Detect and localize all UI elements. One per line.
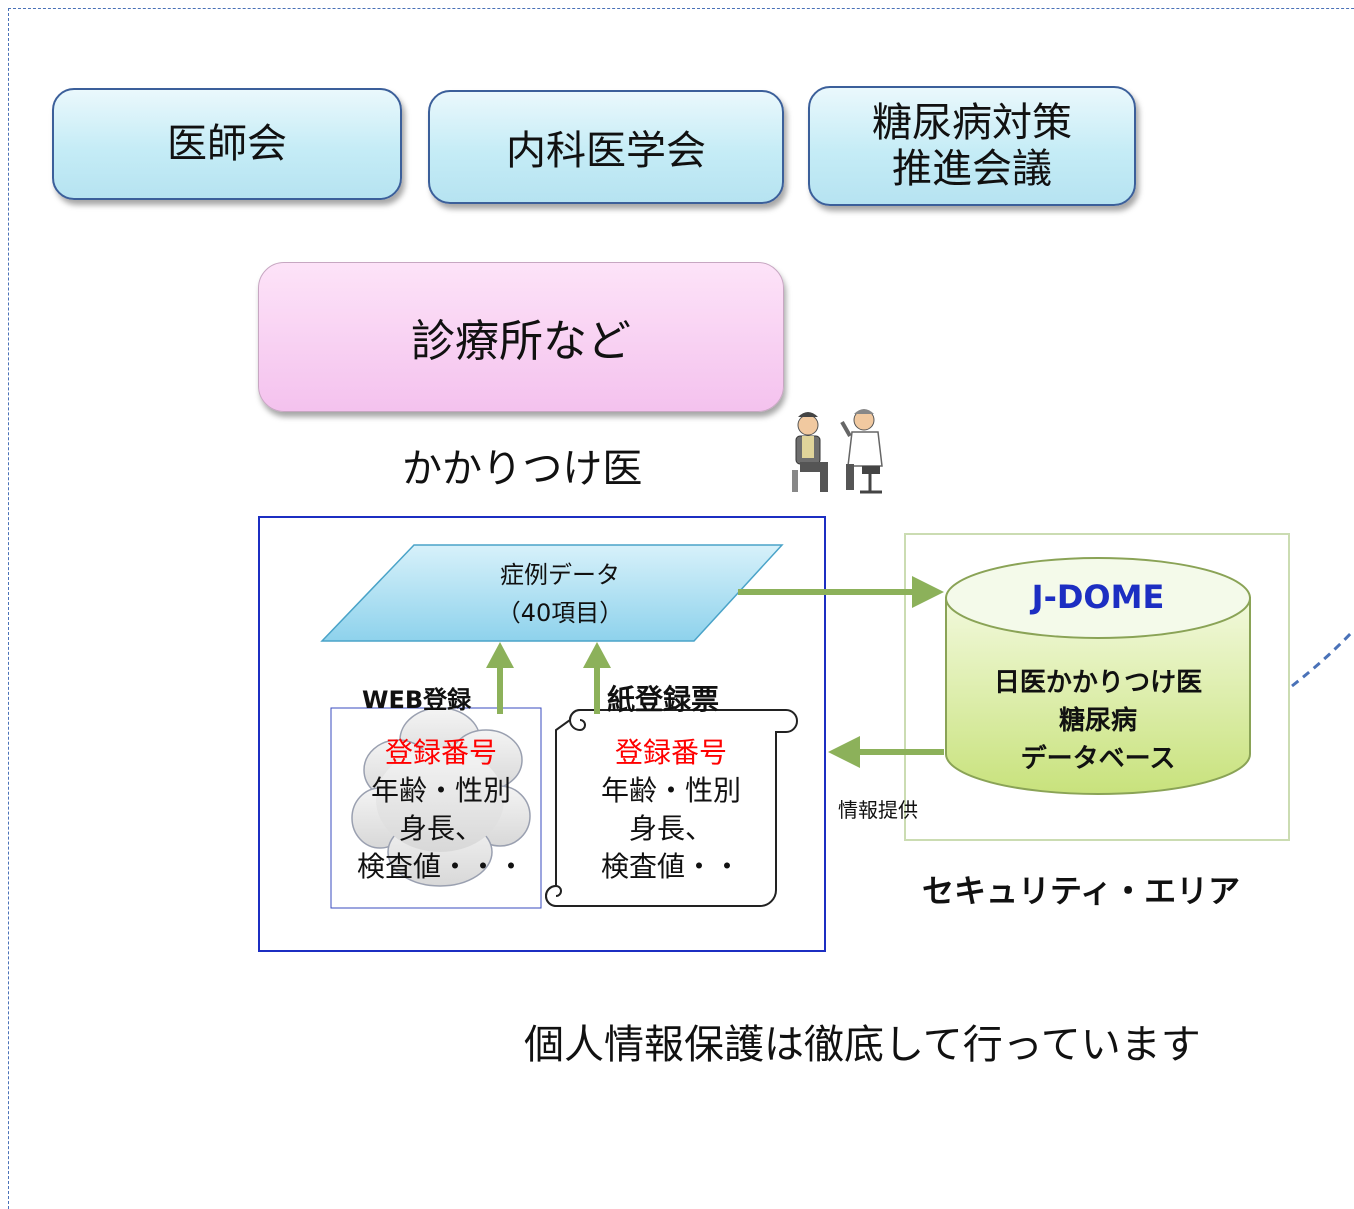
paper-registration-line2: 身長、 [628,812,713,845]
family-doctor-caption: かかりつけ医 [402,446,643,492]
web-registration-number: 登録番号 [384,736,497,769]
database-cylinder [945,557,1251,795]
diabetes-council-label-line1: 糖尿病対策 [872,100,1072,146]
paper-registration-line1: 年齢・性別 [600,774,741,807]
database-line3: データベース [1020,744,1176,774]
case-data-parallelogram [320,544,784,642]
clinic-box: 診療所など [258,262,784,412]
web-registration-heading: WEB登録 [362,686,472,714]
outer-dashed-frame [8,8,1354,1209]
internal-medicine-society-box: 内科医学会 [428,90,784,204]
diagram-shapes [320,544,1354,909]
web-registration-text: 登録番号 年齢・性別 身長、 検査値・・・ [336,734,546,886]
security-area-frame [904,533,1290,841]
paper-registration-heading: 紙登録票 [607,683,720,716]
case-data-line1: 症例データ [500,561,620,589]
case-data-line2: （40項目） [496,599,624,627]
internal-medicine-society-label: 内科医学会 [506,128,706,174]
clinic-data-area [258,516,826,952]
medical-association-box: 医師会 [52,88,402,200]
paper-registration-text: 登録番号 年齢・性別 身長、 検査値・・ [566,734,776,886]
clinic-label: 診療所など [411,316,631,367]
web-registration-line1: 年齢・性別 [370,774,511,807]
dashed-connector-line [1291,628,1354,688]
paper-registration-number: 登録番号 [614,736,727,769]
diabetes-council-box: 糖尿病対策 推進会議 [808,86,1136,206]
paper-scroll-shape [545,709,798,907]
medical-association-label: 医師会 [167,121,287,167]
database-description: 日医かかりつけ医 糖尿病 データベース [946,664,1250,778]
web-registration-line3: 検査値・・・ [356,850,525,883]
database-line1: 日医かかりつけ医 [993,668,1203,698]
diabetes-council-label-line2: 推進会議 [892,146,1052,192]
cloud-shape [351,707,531,887]
security-area-label: セキュリティ・エリア [922,872,1241,910]
database-name: J-DOME [1031,578,1165,616]
case-data-label: 症例データ （40項目） [430,556,690,632]
arrows [486,576,944,768]
database-line2: 糖尿病 [1058,706,1137,736]
paper-registration-line3: 検査値・・ [600,850,741,883]
info-provision-label: 情報提供 [838,798,918,822]
web-registration-line2: 身長、 [398,812,483,845]
privacy-note: 個人情報保護は徹底して行っています [524,1022,1201,1068]
